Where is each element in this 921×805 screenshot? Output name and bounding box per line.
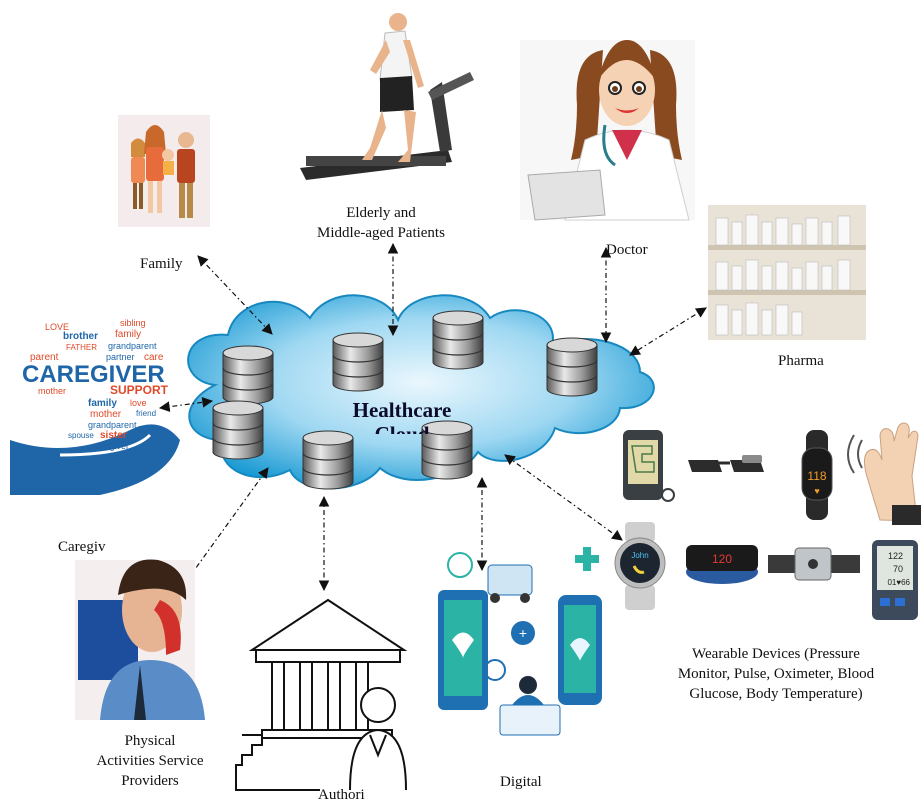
word-mother-2: mother [90, 409, 122, 420]
database-icon [302, 430, 354, 490]
database-icon [212, 400, 264, 460]
label-service-providers-line2: Activities Service [96, 753, 204, 769]
word-caregiver-big: CAREGIVER [22, 361, 165, 388]
label-patients: Elderly and Middle-aged Patients [296, 203, 466, 243]
word-sibling: sibling [120, 318, 146, 328]
pharma-illustration [708, 205, 866, 340]
label-caregiver: Caregiv [58, 539, 106, 555]
smartwatch-name: John [631, 551, 648, 560]
wearable-devices-illustration: 118 ♥ John 120 122 70 01♥66 [614, 422, 921, 620]
word-care: care [144, 352, 164, 363]
arrow-wearable-cloud [504, 454, 623, 541]
service-provider-illustration [75, 559, 205, 720]
family-illustration [118, 115, 210, 227]
band-heart-rate: 120 [712, 552, 732, 566]
database-icon [222, 345, 274, 405]
caregiver-illustration: LOVE sibling brother family FATHER grand… [10, 318, 180, 495]
word-grandparent-2: grandparent [88, 420, 137, 430]
label-digital: Digital [500, 774, 542, 790]
label-patients-line2: Middle-aged Patients [317, 225, 445, 241]
arrow-caregiver-cloud [158, 396, 214, 413]
cloud-title-line1: Healthcare [352, 398, 452, 422]
watch-heart-rate: 118 [807, 469, 826, 483]
label-wearables: Wearable Devices (Pressure Monitor, Puls… [641, 644, 911, 704]
word-family: family [115, 329, 141, 340]
label-wearables-line3: Glucose, Body Temperature) [689, 686, 863, 702]
database-icon [546, 337, 598, 397]
database-icon [432, 310, 484, 370]
plus-icon: + [519, 625, 527, 641]
patient-treadmill-illustration [300, 13, 474, 180]
word-love: LOVE [45, 322, 69, 332]
word-love-2: love [130, 398, 147, 408]
word-family-2: family [88, 398, 117, 409]
word-caregiver-small: caregiver [92, 441, 129, 451]
arrow-family-cloud [197, 255, 273, 335]
doctor-illustration [520, 40, 695, 221]
label-authority: Authori [318, 787, 365, 803]
authority-illustration [235, 598, 408, 791]
word-support: SUPPORT [110, 383, 169, 397]
cloud-title: Healthcare Cloud [322, 398, 482, 434]
word-sister: sister [100, 430, 127, 441]
label-service-providers-line3: Providers [121, 773, 179, 789]
word-spouse: spouse [68, 431, 94, 440]
bp-pulse: 01♥66 [887, 578, 910, 587]
cloud-title-line2: Cloud [374, 422, 430, 434]
database-icon [332, 332, 384, 392]
label-patients-line1: Elderly and [346, 205, 416, 221]
label-family: Family [140, 256, 183, 272]
word-father: FATHER [66, 343, 97, 352]
label-service-providers-line1: Physical [124, 733, 176, 749]
bp-systolic: 122 [888, 551, 903, 561]
heart-icon: ♥ [814, 486, 819, 496]
word-brother: brother [63, 331, 98, 342]
word-friend: friend [136, 409, 156, 418]
bp-diastolic: 70 [893, 564, 903, 574]
word-partner: partner [106, 352, 135, 362]
arrow-pharma-cloud [629, 307, 707, 356]
label-wearables-line2: Monitor, Pulse, Oximeter, Blood [677, 666, 875, 682]
digital-health-illustration: + [438, 547, 602, 736]
label-doctor: Doctor [606, 242, 648, 258]
label-pharma: Pharma [778, 353, 824, 369]
label-wearables-line1: Wearable Devices (Pressure [692, 646, 860, 662]
word-mother: mother [38, 386, 66, 396]
word-parent: parent [30, 352, 59, 363]
word-grandparent: grandparent [108, 341, 157, 351]
label-service-providers: Physical Activities Service Providers [70, 731, 230, 791]
